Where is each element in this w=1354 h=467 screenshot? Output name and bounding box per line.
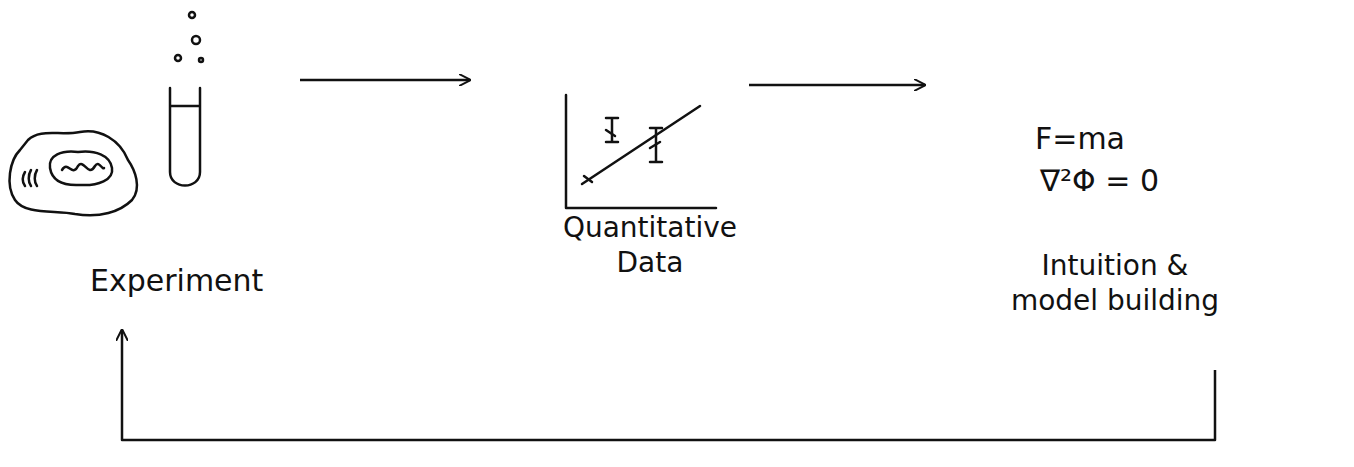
stage-label: Experiment <box>90 262 295 300</box>
flow-arrow <box>749 84 925 87</box>
petri-dish <box>10 131 137 215</box>
equation: F=ma <box>1035 120 1235 158</box>
experiment-stage: Experiment <box>0 0 300 330</box>
data-stage: Quantitative Data <box>470 60 749 310</box>
flow-arrow <box>122 330 1215 440</box>
equation: ∇²Φ = 0 <box>1040 162 1240 200</box>
bubble <box>189 12 195 18</box>
graph-axes <box>566 95 716 208</box>
stage-label: Quantitative Data <box>555 210 745 280</box>
test-tube <box>170 88 200 186</box>
bubble <box>192 36 200 44</box>
tube-liquid <box>171 105 199 108</box>
fit-line <box>582 106 700 184</box>
data-mark <box>584 130 660 182</box>
colony <box>50 152 112 186</box>
model-stage: F=ma ∇²Φ = 0 Intuition & model building <box>925 60 1245 370</box>
stage-label: Intuition & model building <box>1000 248 1230 318</box>
dish-marks <box>23 170 37 186</box>
bubble <box>199 58 203 62</box>
bubble <box>175 55 181 61</box>
colony-squiggle <box>62 164 104 170</box>
flow-arrow <box>300 79 470 82</box>
